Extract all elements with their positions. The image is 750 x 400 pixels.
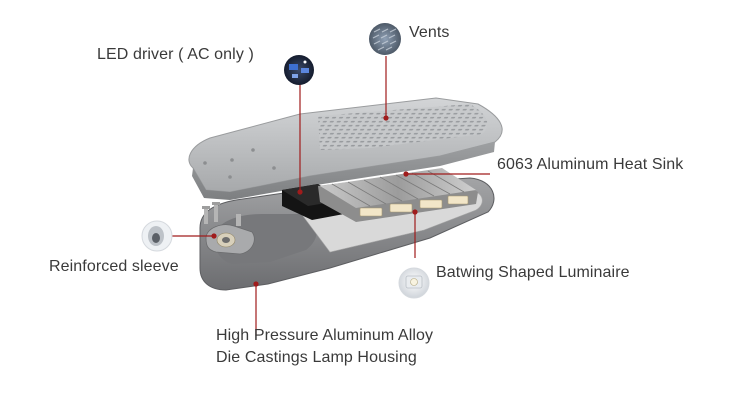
label-batwing-luminaire: Batwing Shaped Luminaire [436, 264, 630, 281]
batwing-lens-thumbnail-icon [398, 267, 430, 299]
label-lamp-housing-line2: Die Castings Lamp Housing [216, 349, 417, 366]
label-heat-sink: 6063 Aluminum Heat Sink [497, 156, 684, 173]
led-modules [359, 195, 469, 217]
sleeve-thumbnail-icon [141, 220, 173, 252]
label-lamp-housing: High Pressure Aluminum Alloy Die Casting… [216, 325, 433, 369]
vents-thumbnail-icon [369, 23, 401, 55]
clamp-bracket [202, 202, 255, 255]
label-vents: Vents [409, 24, 450, 41]
led-driver-thumbnail-icon [284, 55, 314, 85]
label-lamp-housing-line1: High Pressure Aluminum Alloy [216, 327, 434, 344]
vents-grille [318, 104, 488, 150]
heat-sink [318, 168, 478, 222]
top-cover [188, 97, 503, 200]
leader-dots [211, 115, 418, 287]
label-reinforced-sleeve: Reinforced sleeve [49, 258, 179, 275]
label-led-driver: LED driver ( AC only ) [97, 46, 254, 63]
leader-lines [172, 56, 490, 336]
